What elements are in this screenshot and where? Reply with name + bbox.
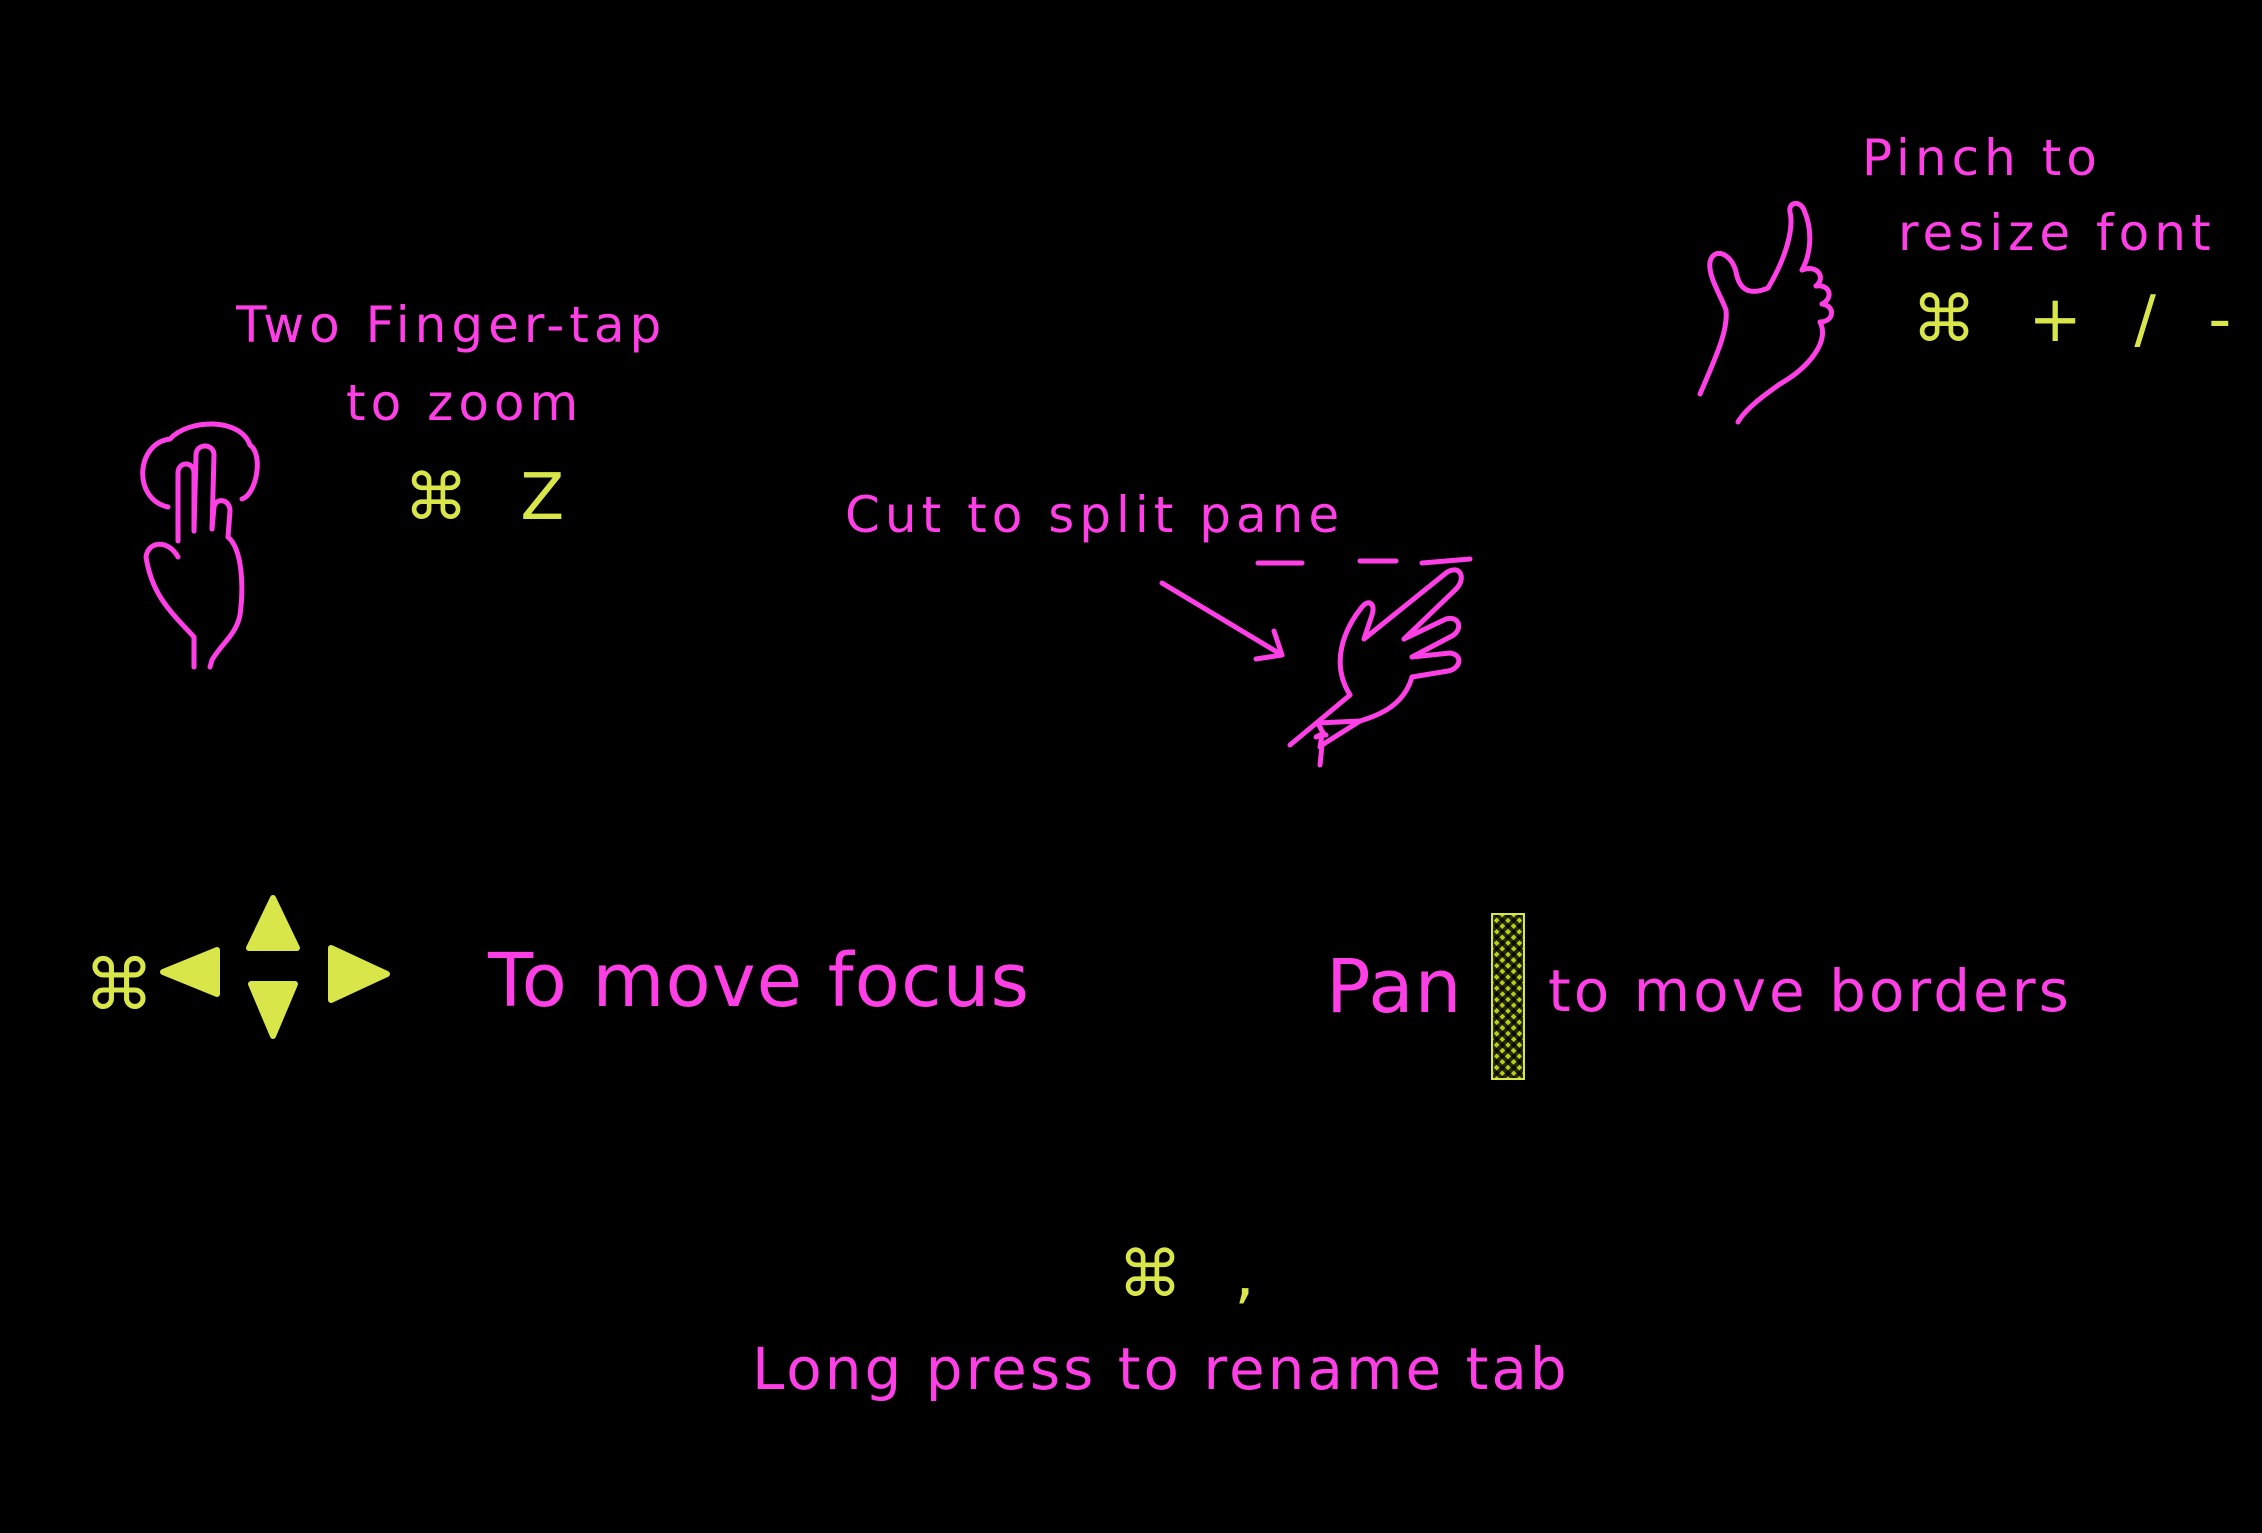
font-hint-line1: Pinch to [1862, 129, 2102, 187]
font-hint-line2: resize font [1898, 204, 2216, 262]
split-hint-text: Cut to split pane [845, 486, 1345, 544]
rename-shortcut: ⌘ , [1118, 1238, 1271, 1312]
arrow-icon [1159, 580, 1285, 658]
zoom-hint-line1: Two Finger-tap [236, 296, 667, 354]
borders-hint-pan: Pan [1326, 944, 1463, 1030]
arrow-keys-icon [160, 895, 390, 1039]
focus-command-glyph: ⌘ [84, 944, 154, 1026]
pinch-hand-icon [1697, 201, 1834, 425]
zoom-hint-line2: to zoom [346, 374, 584, 432]
pane-divider-icon [1491, 913, 1525, 1080]
cut-gesture-hand-icon [1159, 556, 1473, 768]
zoom-shortcut: ⌘ Z [404, 461, 581, 535]
borders-hint-text: to move borders [1548, 957, 2072, 1025]
font-shortcut: ⌘ + / - [1912, 283, 2248, 357]
two-finger-tap-hand-icon [140, 421, 260, 670]
focus-hint-text: To move focus [488, 938, 1031, 1024]
rename-hint-text: Long press to rename tab [752, 1335, 1570, 1403]
